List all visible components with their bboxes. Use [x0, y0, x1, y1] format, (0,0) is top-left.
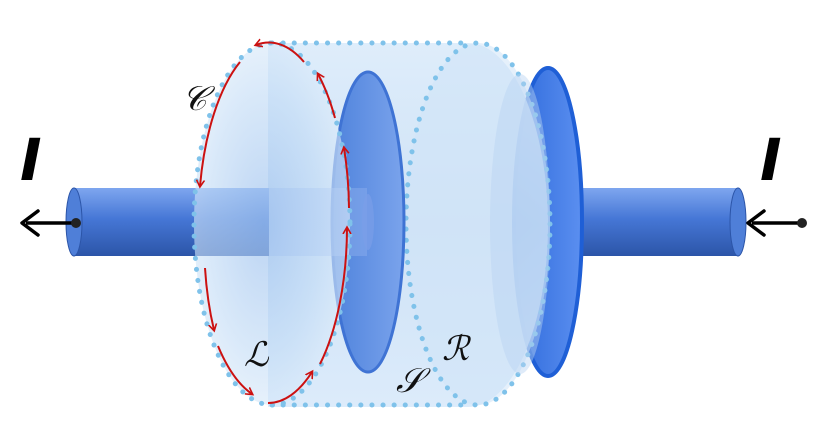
right-surface	[403, 40, 553, 408]
current-arrow-left	[20, 209, 81, 237]
label-current-right: I	[760, 126, 782, 194]
curve-c-arrows	[200, 43, 349, 405]
label-current-left: I	[20, 126, 42, 194]
arrow-left-icon	[746, 209, 766, 237]
label-right-surface: ℛ	[442, 329, 472, 369]
current-arrow-right	[746, 209, 807, 237]
label-left-surface: ℒ	[244, 335, 270, 375]
right-wire	[570, 187, 747, 257]
arrow-left-icon	[20, 209, 40, 237]
